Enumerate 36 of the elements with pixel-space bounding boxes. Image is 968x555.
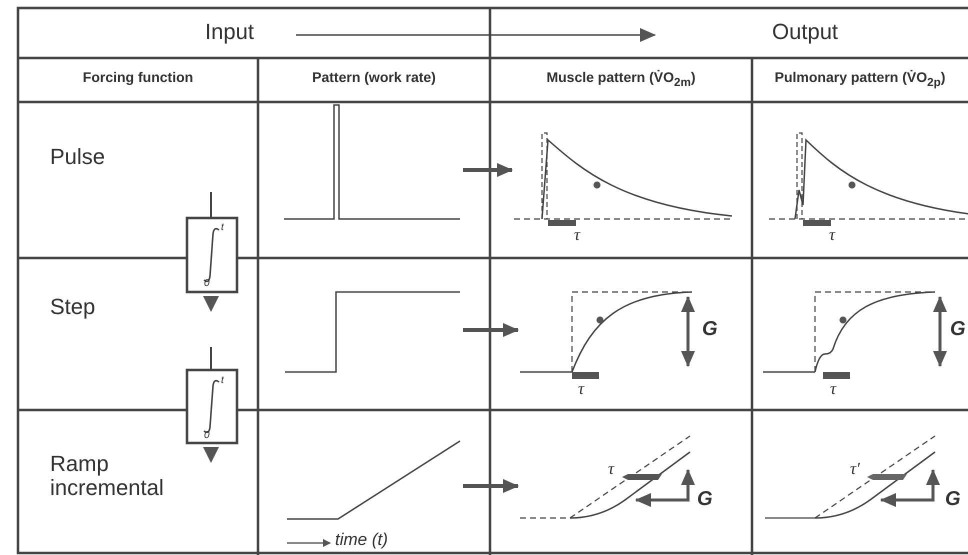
row-label: Pulse (50, 145, 106, 170)
integral-limit: 0 (204, 430, 210, 441)
arrow (463, 479, 519, 493)
integral-limit: t (221, 375, 224, 386)
time-constant-label: τ (608, 460, 614, 479)
step-waveform (285, 291, 460, 373)
row-label: Step (50, 295, 96, 320)
axis-label: time (t) (335, 531, 388, 550)
time-constant-label: τ (830, 380, 836, 399)
gain-label: G (950, 318, 966, 340)
time-constant-label: τ (829, 226, 836, 245)
step-response-curve (520, 291, 692, 379)
time-constant-label: τ (574, 226, 580, 245)
step-response-curve (763, 291, 936, 379)
section-header: Input (205, 20, 254, 44)
column-header: Pattern (work rate) (311, 70, 437, 86)
gain-label: G (702, 318, 718, 340)
column-header: Forcing function (82, 70, 194, 86)
integral-limit: t (221, 222, 224, 233)
section-header: Output (772, 20, 838, 44)
integral-limit: 0 (204, 278, 210, 289)
pulse-response-curve (769, 132, 968, 226)
time-constant-label: τ′ (850, 460, 860, 479)
ramp-response-curve (765, 436, 936, 519)
row-label: Ramp incremental (50, 452, 165, 500)
column-header: Pulmonary pattern (V̇O$_{2p}$) (774, 70, 946, 90)
ramp-response-curve (520, 436, 690, 519)
pulse-waveform (284, 104, 460, 220)
pulse-response-curve (514, 132, 734, 226)
column-header: Muscle pattern (V̇O$_{2m}$) (545, 70, 697, 90)
arrow (463, 163, 513, 177)
arrow (463, 323, 519, 337)
ramp-waveform (287, 440, 460, 520)
time-constant-label: τ (578, 380, 584, 399)
gain-label: G (697, 488, 713, 510)
gain-label: G (945, 488, 961, 510)
